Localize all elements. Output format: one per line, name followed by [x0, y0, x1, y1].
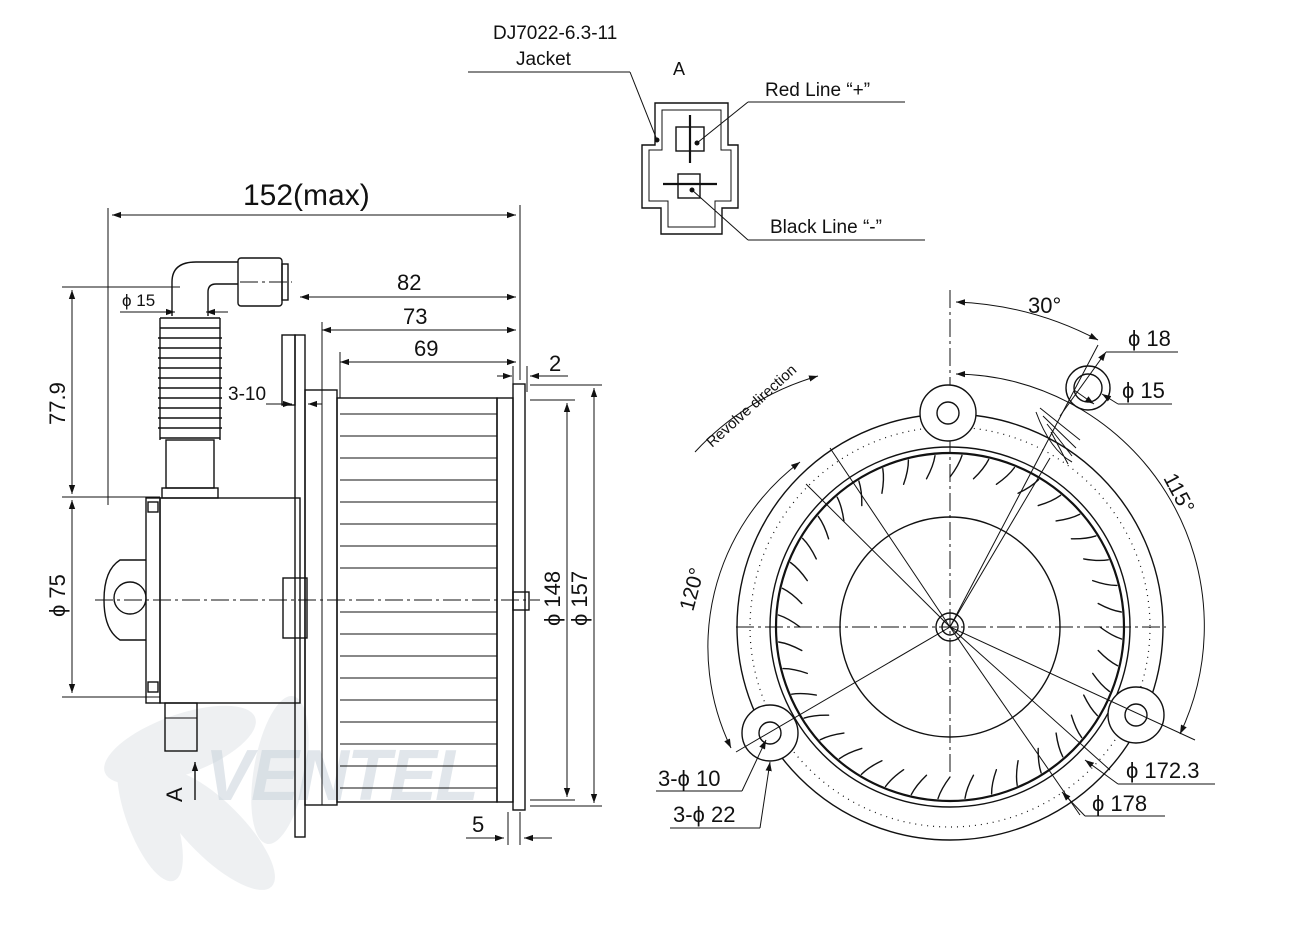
connector-housing [641, 102, 739, 235]
impeller-blade [1083, 558, 1109, 562]
dim-3-10: 3-10 [228, 384, 266, 405]
fan-logo-icon [104, 696, 309, 890]
impeller-blade [1099, 626, 1123, 640]
impeller-blade [860, 760, 883, 776]
mount-hole-right [1107, 686, 1165, 744]
impeller-blade [819, 732, 845, 741]
impeller-blade [801, 537, 817, 560]
impeller-blade [884, 769, 905, 788]
impeller-blade [1097, 649, 1119, 667]
impeller-blade [910, 774, 928, 796]
impeller-blade [1097, 602, 1122, 613]
watermark-text: VENTEL [205, 736, 477, 816]
front-view: 30° 115° 120° Revolve direction ϕ 18 ϕ 1… [656, 290, 1215, 841]
impeller-blade [1037, 494, 1062, 507]
revolve-direction-label: Revolve direction [703, 361, 800, 451]
impeller-blade [781, 587, 803, 605]
outlet-inner-diameter-dim: ϕ 15 [1122, 378, 1165, 403]
outlet-outer-diameter-dim: ϕ 18 [1128, 326, 1171, 351]
impeller-blade [838, 747, 863, 760]
impeller-blade [964, 774, 975, 799]
red-line-label: Red Line “+” [765, 80, 870, 101]
impeller-blade [972, 458, 990, 480]
impeller-blade [881, 468, 885, 494]
hole-small-dim: 3-ϕ 10 [658, 766, 720, 791]
impeller-blade [1083, 694, 1099, 717]
dim-69: 69 [414, 336, 438, 361]
dim-82: 82 [397, 270, 421, 295]
hole-large-dim: 3-ϕ 22 [673, 802, 735, 827]
impeller-blade [1015, 760, 1019, 786]
impeller-blade [836, 496, 845, 522]
impeller-blade [995, 466, 1016, 485]
motor-diameter-dim: ϕ 75 [45, 574, 70, 617]
impeller-blade [1055, 513, 1081, 522]
impeller-blade [937, 776, 951, 800]
wheel-diameter-148-dim: ϕ 148 [540, 571, 565, 626]
impeller-blade [949, 454, 963, 478]
connector-detail: DJ7022-6.3-11 Jacket A Red Line “+” Blac… [468, 23, 925, 241]
impeller-blade [817, 515, 830, 540]
impeller-blade [1092, 672, 1111, 693]
impeller-blade [1070, 535, 1097, 540]
impeller-blade [803, 714, 830, 719]
impeller-blade [1092, 579, 1118, 587]
impeller-blade [782, 667, 808, 675]
angle-115-dim: 115° [1159, 470, 1199, 518]
black-line-label: Black Line “-” [770, 217, 882, 238]
side-view: 152(max) 82 73 69 2 ϕ 15 77.9 ϕ 75 [45, 179, 602, 845]
impeller-blade [1070, 714, 1083, 739]
diameter-178-dim: ϕ 178 [1092, 791, 1147, 816]
dim-73: 73 [403, 304, 427, 329]
diameter-172-3-dim: ϕ 172.3 [1126, 758, 1200, 783]
impeller-blade [789, 561, 808, 582]
mount-hole-left [741, 704, 799, 762]
outlet-tube [1035, 365, 1111, 465]
tube-diameter-dim: ϕ 15 [122, 291, 155, 310]
angle-30-dim: 30° [1028, 293, 1061, 318]
impeller-blade [777, 614, 801, 628]
height-77-9-dim: 77.9 [45, 382, 70, 425]
mount-hole-top [919, 384, 977, 442]
impeller-blade [902, 459, 910, 485]
dim-2: 2 [549, 351, 561, 376]
view-arrow-label: A [162, 787, 187, 802]
impeller-blade [1055, 732, 1064, 758]
overall-length-dim: 152(max) [243, 179, 370, 212]
angle-120-dim: 120° [676, 565, 709, 613]
impeller-blade [990, 769, 998, 795]
impeller-blade [858, 480, 863, 507]
impeller-blade [778, 641, 803, 652]
connector-jacket-label: Jacket [516, 49, 572, 70]
impeller-blade [925, 455, 936, 480]
dim-5: 5 [472, 812, 484, 837]
impeller-blade [1037, 747, 1042, 774]
bellows [158, 317, 222, 440]
connector-view-letter: A [673, 59, 685, 79]
impeller-blade [791, 692, 817, 696]
connector-part-number: DJ7022-6.3-11 [493, 23, 617, 44]
wheel-diameter-157-dim: ϕ 157 [567, 571, 592, 626]
